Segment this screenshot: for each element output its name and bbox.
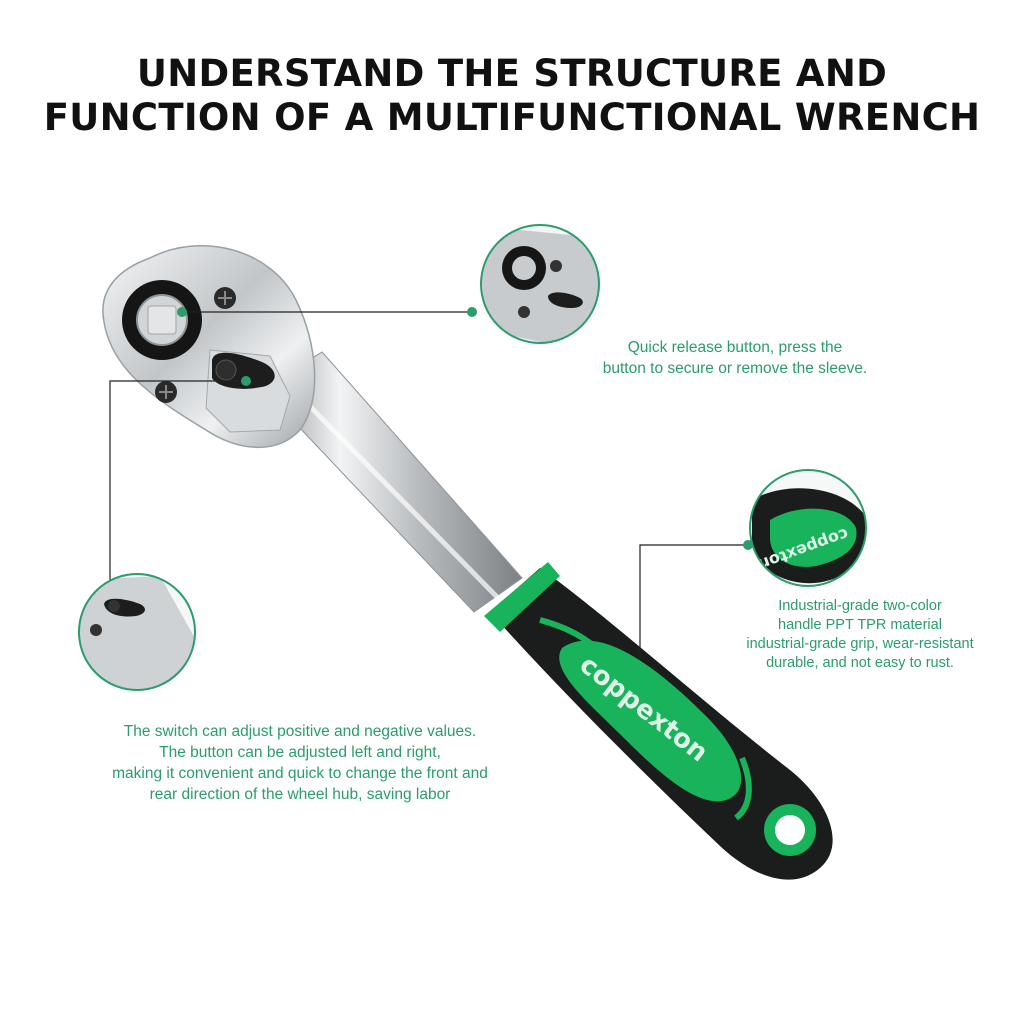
leader-switch <box>109 380 246 584</box>
release-line-1: Quick release button, press the <box>627 339 843 356</box>
dot-release-end <box>467 307 477 317</box>
dot-switch-start <box>241 376 251 386</box>
wrench-handle: coppexton <box>484 562 833 880</box>
leader-handle <box>639 544 748 658</box>
switch-line-1: The switch can adjust positive and negat… <box>123 723 477 740</box>
page-title: UNDERSTAND THE STRUCTURE AND FUNCTION OF… <box>0 52 1024 140</box>
handle-line-4: durable, and not easy to rust. <box>766 655 954 671</box>
handle-grip-insert <box>559 640 742 802</box>
handle-line-3: industrial-grade grip, wear-resistant <box>746 636 974 652</box>
dot-release-start <box>177 307 187 317</box>
hang-hole <box>775 815 805 845</box>
handle-line-1: Industrial-grade two-color <box>778 598 942 614</box>
handle-line-2: handle PPT TPR material <box>778 617 942 633</box>
handle-detail-icon: coppexton <box>749 469 867 587</box>
title-line-1: UNDERSTAND THE STRUCTURE AND <box>136 52 888 95</box>
switch-line-3: making it convenient and quick to change… <box>112 765 488 782</box>
wrench-head <box>102 245 316 449</box>
dot-handle-end <box>743 540 753 550</box>
release-line-2: button to secure or remove the sleeve. <box>602 360 868 377</box>
switch-callout: The switch can adjust positive and negat… <box>40 721 560 805</box>
leader-lines <box>109 311 748 658</box>
switch-line-2: The button can be adjusted left and righ… <box>159 744 441 761</box>
title-line-2: FUNCTION OF A MULTIFUNCTIONAL WRENCH <box>43 96 981 139</box>
quick-release-callout: Quick release button, press the button t… <box>540 337 930 379</box>
quick-release-detail-icon <box>480 224 600 344</box>
switch-line-4: rear direction of the wheel hub, saving … <box>149 786 451 803</box>
switch-detail-icon <box>78 573 196 691</box>
handle-callout: Industrial-grade two-color handle PPT TP… <box>710 597 1010 673</box>
